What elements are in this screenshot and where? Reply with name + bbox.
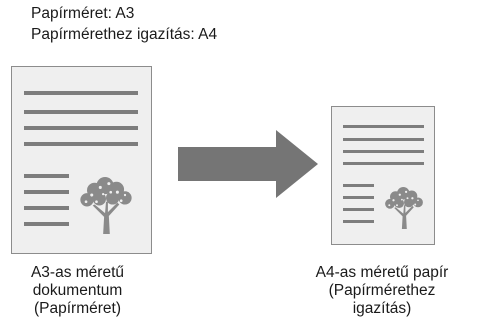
- caption-line: dokumentum: [32, 282, 123, 299]
- a3-text-lines: [24, 91, 138, 226]
- a4-text-lines: [343, 125, 424, 223]
- a4-document-caption: A4-as méretű papír (Papírmérethez igazít…: [289, 264, 475, 318]
- caption-line: (Papírméret): [34, 300, 121, 317]
- a3-document-caption: A3-as méretű dokumentum (Papírméret): [10, 264, 145, 318]
- right-arrow-icon: [178, 130, 318, 198]
- a3-document: [11, 66, 152, 254]
- fit-to-paper-label: Papírmérethez igazítás: A4: [31, 26, 218, 43]
- header-text: Papírméret: A3 Papírmérethez igazítás: A…: [31, 3, 217, 45]
- caption-line: (Papírmérethez: [328, 282, 436, 299]
- caption-line: igazítás): [352, 300, 412, 317]
- a4-document: [331, 106, 435, 245]
- caption-line: A4-as méretű papír: [315, 264, 449, 281]
- caption-line: A3-as méretű: [30, 264, 125, 281]
- paper-size-label: Papírméret: A3: [31, 5, 135, 22]
